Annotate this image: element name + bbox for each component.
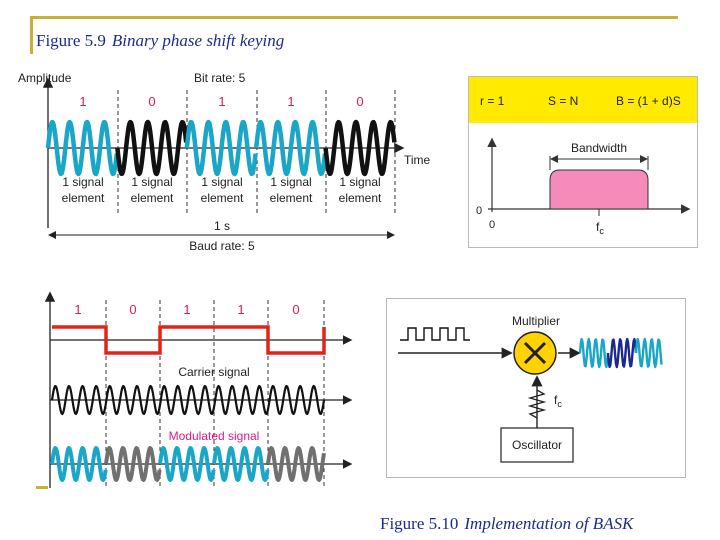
multiplier-label: Multiplier [512, 314, 560, 328]
bottom-bit-3: 1 [183, 302, 190, 317]
top-bit-3: 1 [218, 94, 225, 109]
modulated-element-4 [212, 446, 270, 482]
bottom-bit-labels: 1 0 1 1 0 [74, 302, 299, 317]
top-bit-1: 1 [79, 94, 86, 109]
bpsk-waves [45, 119, 397, 177]
modulated-signal-label: Modulated signal [169, 429, 260, 443]
input-square-wave [400, 327, 470, 341]
r-formula: r = 1 [480, 94, 505, 108]
element-1-line1: 1 signal [62, 175, 103, 189]
figure-5-9-number: Figure 5.9 [36, 31, 106, 50]
slide-bottom-mark [36, 486, 48, 489]
bottom-bit-5: 0 [292, 302, 299, 317]
output-wave-seg-2 [606, 337, 638, 369]
output-wave-seg-3 [634, 337, 663, 369]
top-bit-2: 0 [148, 94, 155, 109]
digital-signal [52, 325, 326, 355]
bask-implementation-diagram: Multiplier Oscillator fc [386, 298, 686, 478]
element-5-line2: element [339, 191, 382, 205]
multiply-symbol-icon [523, 341, 547, 365]
bpsk-element-1 [45, 119, 120, 177]
modulated-element-3 [158, 446, 216, 482]
b-formula: B = (1 + d)S [616, 94, 681, 108]
bottom-bit-2: 0 [129, 302, 136, 317]
top-bit-5: 0 [356, 94, 363, 109]
oscillator-fc-label: fc [554, 393, 562, 409]
figure-5-10-text: Implementation of BASK [464, 514, 634, 533]
one-second-label: 1 s [214, 219, 230, 233]
modulated-signal-wave [50, 446, 326, 482]
slide-frame-top-rule [30, 16, 678, 19]
s-formula: S = N [548, 94, 578, 108]
bpsk-element-3 [184, 119, 258, 177]
bpsk-waveform-diagram: Amplitude Bit rate: 5 Time 1 0 1 1 0 1 s… [18, 71, 431, 253]
bandwidth-panel-header [469, 77, 697, 123]
oscillator-spring-icon [527, 389, 547, 419]
bandwidth-spectrum [549, 169, 649, 210]
element-5-line1: 1 signal [339, 175, 380, 189]
bottom-bit-4: 1 [237, 302, 244, 317]
bpsk-element-2 [115, 119, 189, 177]
element-3-line1: 1 signal [201, 175, 242, 189]
bpsk-element-5 [323, 119, 397, 177]
bottom-bit-1: 1 [74, 302, 81, 317]
element-4-line2: element [270, 191, 313, 205]
zero-y-label: 0 [476, 205, 482, 217]
baud-rate-label: Baud rate: 5 [189, 239, 255, 253]
element-3-line2: element [201, 191, 244, 205]
figure-5-9-title: Figure 5.9 Binary phase shift keying [36, 31, 284, 51]
figure-5-10-caption: Figure 5.10 Implementation of BASK [380, 514, 633, 534]
modulated-element-2 [104, 446, 162, 482]
figure-5-10-number: Figure 5.10 [380, 514, 459, 533]
output-wave-seg-1 [578, 337, 610, 369]
modulated-element-1 [50, 446, 108, 482]
top-bit-4: 1 [287, 94, 294, 109]
bandwidth-label: Bandwidth [571, 141, 627, 155]
bask-signals-diagram: 1 0 1 1 0 Carrier signal Modulated signa… [44, 291, 353, 488]
oscillator-label: Oscillator [512, 438, 562, 452]
bit-rate-label: Bit rate: 5 [194, 71, 246, 85]
element-1-line2: element [62, 191, 105, 205]
zero-x-label: 0 [489, 219, 495, 231]
output-bask-wave [578, 337, 663, 369]
bpsk-element-4 [253, 119, 328, 177]
bandwidth-panel: r = 1 S = N B = (1 + d)S 0 0 fc Bandwidt… [468, 76, 698, 248]
fc-label: fc [596, 220, 604, 236]
carrier-signal-label: Carrier signal [178, 365, 249, 379]
modulated-element-5 [266, 446, 326, 482]
element-2-line1: 1 signal [131, 175, 172, 189]
figure-5-9-text: Binary phase shift keying [111, 31, 285, 50]
amplitude-label: Amplitude [18, 71, 72, 85]
element-4-line1: 1 signal [270, 175, 311, 189]
top-bit-labels: 1 0 1 1 0 [79, 94, 363, 109]
carrier-signal-wave [50, 384, 326, 416]
time-label: Time [404, 153, 431, 167]
signal-element-labels: 1 signal element 1 signal element 1 sign… [62, 175, 382, 205]
element-2-line2: element [131, 191, 174, 205]
carrier-wave-path [50, 384, 326, 416]
slide-frame-left-rule [30, 16, 33, 54]
